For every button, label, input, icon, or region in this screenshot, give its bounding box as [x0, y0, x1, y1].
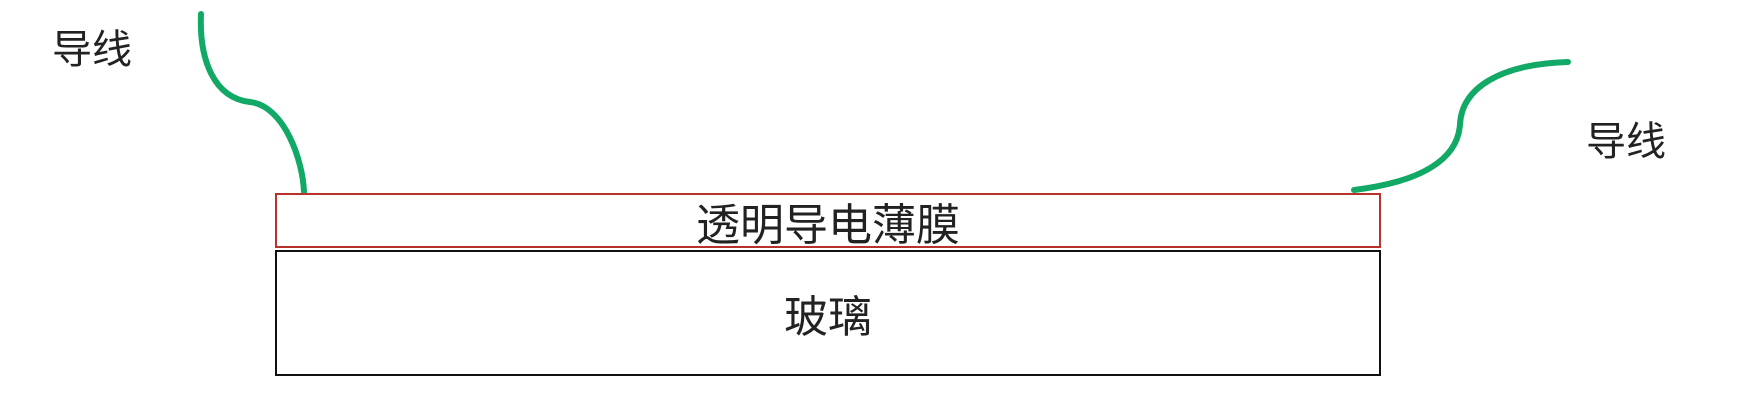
film-label: 透明导电薄膜	[696, 199, 960, 251]
wire-left-label: 导线	[52, 27, 132, 73]
left-wire	[197, 11, 307, 195]
right-wire	[1351, 59, 1571, 193]
wire-right-label: 导线	[1586, 119, 1666, 165]
glass-label: 玻璃	[784, 292, 872, 343]
transparent-conductive-film-layer: 透明导电薄膜	[275, 193, 1381, 251]
glass-layer: 玻璃	[275, 250, 1381, 376]
